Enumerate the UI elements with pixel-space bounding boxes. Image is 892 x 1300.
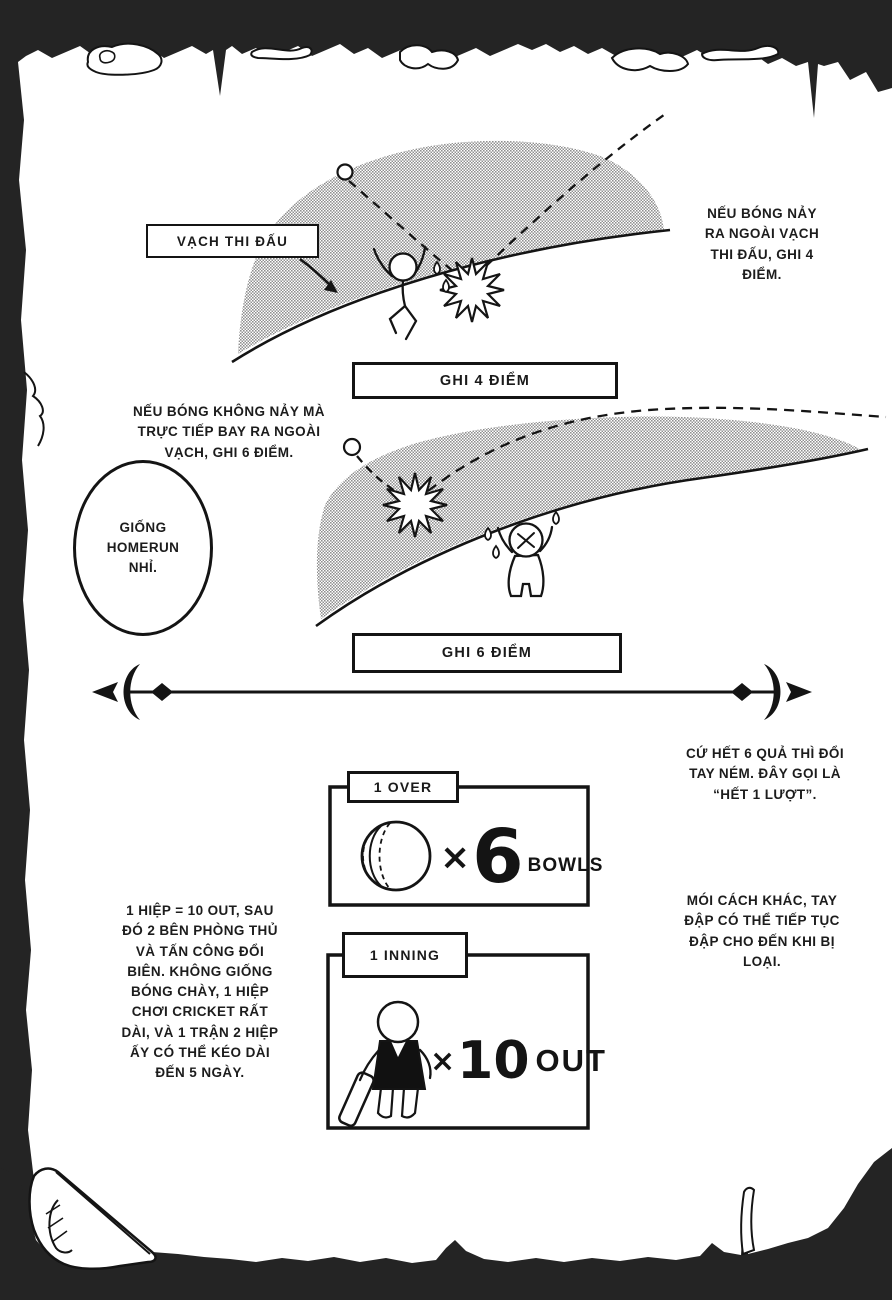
sweat-drop-icon — [552, 510, 560, 526]
over-label-box: 1 OVER — [347, 771, 459, 803]
border-bottom — [0, 1148, 892, 1300]
cricket-ball-icon — [360, 820, 432, 892]
sweat-drop-icon — [442, 278, 450, 294]
caption-four-points: NẾU BÓNG NẢY RA NGOÀI VẠCH THI ĐẤU, GHI … — [704, 206, 820, 282]
fold-sliver-icon — [740, 1186, 756, 1256]
caption-inning-right: MÓI CÁCH KHÁC, TAY ĐẬP CÓ THỂ TIẾP TỤC Đ… — [684, 893, 840, 969]
speech-bubble: GIỐNG HOMERUN NHỈ. — [73, 460, 213, 636]
result-text-four: GHI 4 ĐIỂM — [439, 372, 531, 389]
over-label-text: 1 OVER — [373, 779, 433, 795]
times-sign: × — [440, 836, 471, 878]
caption-six-points: NẾU BÓNG KHÔNG NẢY MÀ TRỰC TIẾP BAY RA N… — [133, 404, 325, 460]
trajectory-down — [356, 455, 396, 492]
result-text-six: GHI 6 ĐIỂM — [441, 645, 533, 661]
times-sign: × — [430, 1043, 456, 1079]
cricket-bat-icon — [338, 1071, 375, 1127]
sweat-drop-icon — [433, 260, 441, 276]
caption-over: CỨ HẾT 6 QUẢ THÌ ĐỔI TAY NÉM. ĐÂY GỌI LÀ… — [686, 746, 844, 802]
inning-label-text: 1 INNING — [369, 947, 441, 963]
sweat-drop-icon — [484, 526, 492, 542]
speech-bubble-text: GIỐNG HOMERUN NHỈ. — [106, 519, 180, 576]
out-unit: OUT — [535, 1043, 607, 1078]
impact-starburst-icon — [382, 472, 448, 538]
border-left — [0, 60, 36, 1300]
edge-tear-icon — [23, 371, 45, 447]
ball-icon — [342, 437, 362, 457]
boundary-label-box: VẠCH THI ĐẤU — [146, 224, 319, 258]
over-box — [328, 785, 590, 907]
out-count: 10 — [457, 1030, 530, 1091]
impact-starburst-icon — [439, 257, 505, 323]
result-box-four-points: GHI 4 ĐIỂM — [352, 362, 618, 399]
dizzy-fielder-figure — [484, 510, 560, 598]
boundary-line — [231, 228, 671, 364]
paper-curl-icon — [86, 42, 780, 76]
inning-equation: × 10 OUT — [430, 1030, 605, 1092]
result-box-six-points: GHI 6 ĐIỂM — [352, 633, 622, 673]
batter-figure — [338, 1000, 432, 1127]
caption-inning-left: 1 HIỆP = 10 OUT, SAU ĐÓ 2 BÊN PHÒNG THỦ … — [121, 903, 279, 1080]
bowls-unit: BOWLS — [527, 855, 604, 876]
section-divider — [92, 664, 812, 720]
pointer-arrow — [299, 257, 338, 293]
boundary-line — [315, 447, 869, 628]
border-top — [0, 0, 892, 118]
bowls-count: 6 — [472, 813, 524, 900]
trajectory-bounce-out — [485, 111, 669, 267]
fleur-ornament-left — [92, 664, 173, 720]
x-eyes-icon — [517, 532, 535, 549]
boundary-label-text: VẠCH THI ĐẤU — [176, 233, 289, 249]
field-scene-six-points — [315, 406, 887, 628]
over-equation: × 6 BOWLS — [440, 812, 602, 902]
folded-corner-icon — [28, 1167, 157, 1270]
field-scene-four-points — [231, 111, 671, 364]
inning-label-box: 1 INNING — [342, 932, 468, 978]
sweat-drop-icon — [492, 544, 500, 560]
trajectory-down — [348, 180, 455, 273]
fleur-ornament-right — [731, 664, 812, 720]
fielder-figure — [372, 245, 450, 341]
inning-box — [326, 953, 590, 1130]
ball-icon — [336, 163, 354, 181]
